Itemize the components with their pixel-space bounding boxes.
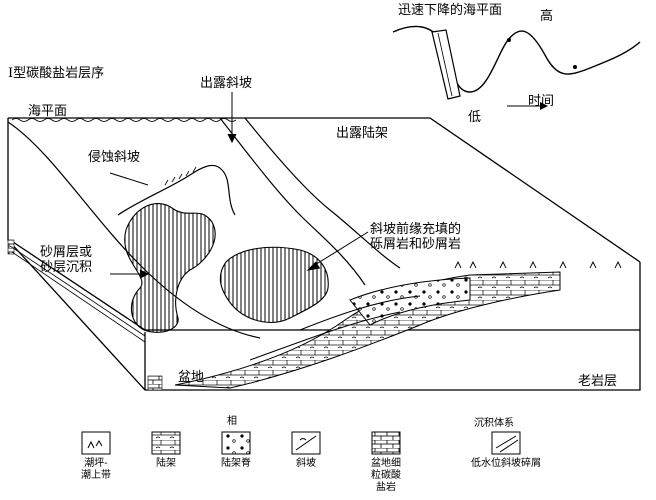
eroded-slope-label: 侵蚀斜坡 — [88, 150, 141, 165]
basin-label: 盆地 — [178, 370, 205, 385]
exposed-shelf-label: 出露陆架 — [336, 126, 389, 141]
legend-item-basin: 盆地细粒碳酸盐岩 — [371, 458, 401, 493]
slope-fill-label: 斜坡前缘充填的 砾屑岩和砂屑岩 — [370, 222, 462, 252]
sea-level-curve-title: 迅速下降的海平面 — [398, 3, 503, 18]
debris-sand-label: 砂屑层或 砂层沉积 — [40, 245, 93, 275]
legend-boxes — [81, 431, 521, 455]
leader-lines — [109, 92, 369, 279]
exposed-slope-label: 出露斜坡 — [200, 76, 253, 91]
eroded-slope-ridge — [117, 164, 236, 216]
legend-item-shelf: 陆架 — [156, 458, 176, 469]
time-label: 时间 — [528, 94, 555, 109]
slope-wedge — [174, 271, 561, 389]
sea-surface — [11, 118, 237, 122]
legend-item-tidal: 潮坪-潮上带 — [81, 458, 111, 481]
old-rock-label: 老岩层 — [578, 374, 618, 389]
legend-item-slope: 斜坡 — [296, 458, 316, 469]
high-label: 高 — [540, 9, 554, 24]
diagram-title: I型碳酸盐岩层序 — [8, 66, 105, 81]
low-label: 低 — [468, 110, 482, 125]
debris-bodies — [124, 203, 329, 333]
sea-level-curve — [392, 25, 641, 110]
tidal-marks — [454, 260, 622, 269]
legend-facies-header: 相 — [227, 416, 237, 427]
legend-item-lowstand: 低水位斜坡碎屑 — [471, 458, 541, 469]
legend-system-header: 沉积体系 — [474, 418, 514, 429]
sea-level-label: 海平面 — [28, 104, 68, 119]
legend-item-ridge: 陆架脊 — [221, 458, 251, 469]
